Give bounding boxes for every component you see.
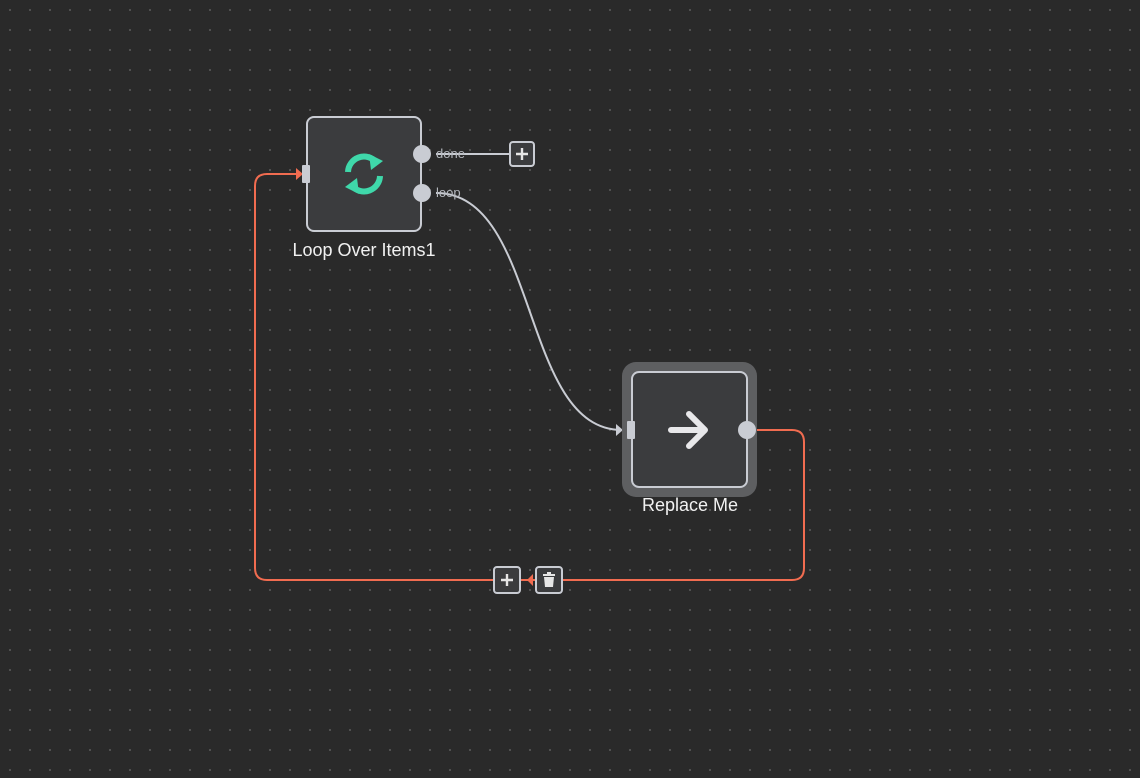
node-replace-me[interactable] [631, 371, 748, 488]
loop-over-items-loop-output-handle[interactable] [413, 184, 431, 202]
arrow-right-icon [667, 409, 713, 451]
add-node-button[interactable] [509, 141, 535, 167]
node-label-replace-me: Replace Me [641, 495, 739, 515]
trash-icon [542, 572, 556, 588]
output-label-loop: loop [436, 185, 461, 200]
add-node-on-connection-button[interactable] [493, 566, 521, 594]
plus-icon [500, 573, 514, 587]
plus-icon [515, 147, 529, 161]
replace-me-input-handle[interactable] [627, 421, 635, 439]
node-label-loop-over-items: Loop Over Items1 [292, 240, 436, 260]
replace-me-output-handle[interactable] [738, 421, 756, 439]
loop-over-items-done-output-handle[interactable] [413, 145, 431, 163]
output-label-done: done [436, 146, 465, 161]
refresh-cycle-icon [338, 148, 390, 200]
node-loop-over-items[interactable] [306, 116, 422, 232]
loop-over-items-input-handle[interactable] [302, 165, 310, 183]
delete-connection-button[interactable] [535, 566, 563, 594]
